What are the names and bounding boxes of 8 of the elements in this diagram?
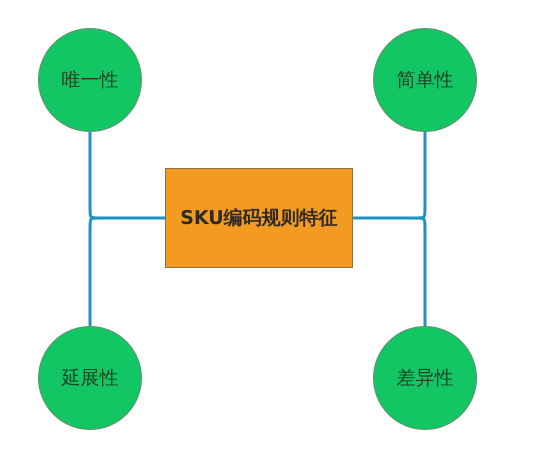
node-label: 唯一性 [62,68,118,93]
node-label: 差异性 [396,366,454,391]
process-box [165,168,353,268]
node-label: 简单性 [396,68,454,93]
box-title: SKU编码规则特征 [180,206,338,231]
connector-line [353,216,426,326]
node-label: 延展性 [62,366,118,391]
connector-line [88,216,165,326]
